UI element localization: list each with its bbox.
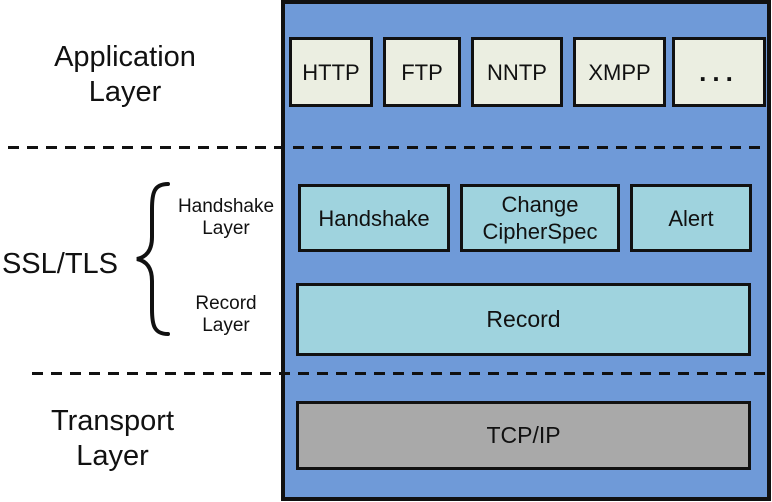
record-box: Record — [296, 283, 751, 356]
protocol-box-http: HTTP — [289, 37, 373, 107]
protocol-box-ftp: FTP — [383, 37, 461, 107]
application-layer-label-line2: Layer — [88, 76, 162, 108]
protocol-box-xmpp: XMPP — [573, 37, 666, 107]
handshake-layer-label-line2: Layer — [202, 218, 250, 239]
transport-layer-label-line1: Transport — [50, 405, 175, 437]
record-layer-label-line2: Layer — [202, 315, 250, 336]
record-layer-label-line1: Record — [195, 293, 257, 314]
ssl-transport-separator-line — [32, 372, 771, 375]
transport-layer-label-line2: Layer — [76, 440, 149, 472]
application-ssl-separator-line — [8, 146, 771, 149]
protocol-box-ellipsis: ... — [672, 37, 766, 107]
handshake-layer-label: Handshake Layer — [166, 196, 286, 240]
application-layer-label: Application Layer — [0, 40, 250, 110]
handshake-layer-label-line1: Handshake — [177, 196, 275, 217]
alert-box: Alert — [630, 184, 752, 252]
ssl-tls-label: SSL/TLS — [1, 248, 119, 280]
record-layer-label: Record Layer — [166, 293, 286, 337]
application-layer-label-line1: Application — [54, 41, 196, 73]
transport-layer-label: Transport Layer — [0, 404, 225, 474]
tcp-ip-box: TCP/IP — [296, 401, 751, 470]
ssl-tls-brace — [136, 182, 170, 336]
protocol-box-nntp: NNTP — [471, 37, 563, 107]
change-cipherspec-box: Change CipherSpec — [460, 184, 620, 252]
handshake-box: Handshake — [298, 184, 450, 252]
